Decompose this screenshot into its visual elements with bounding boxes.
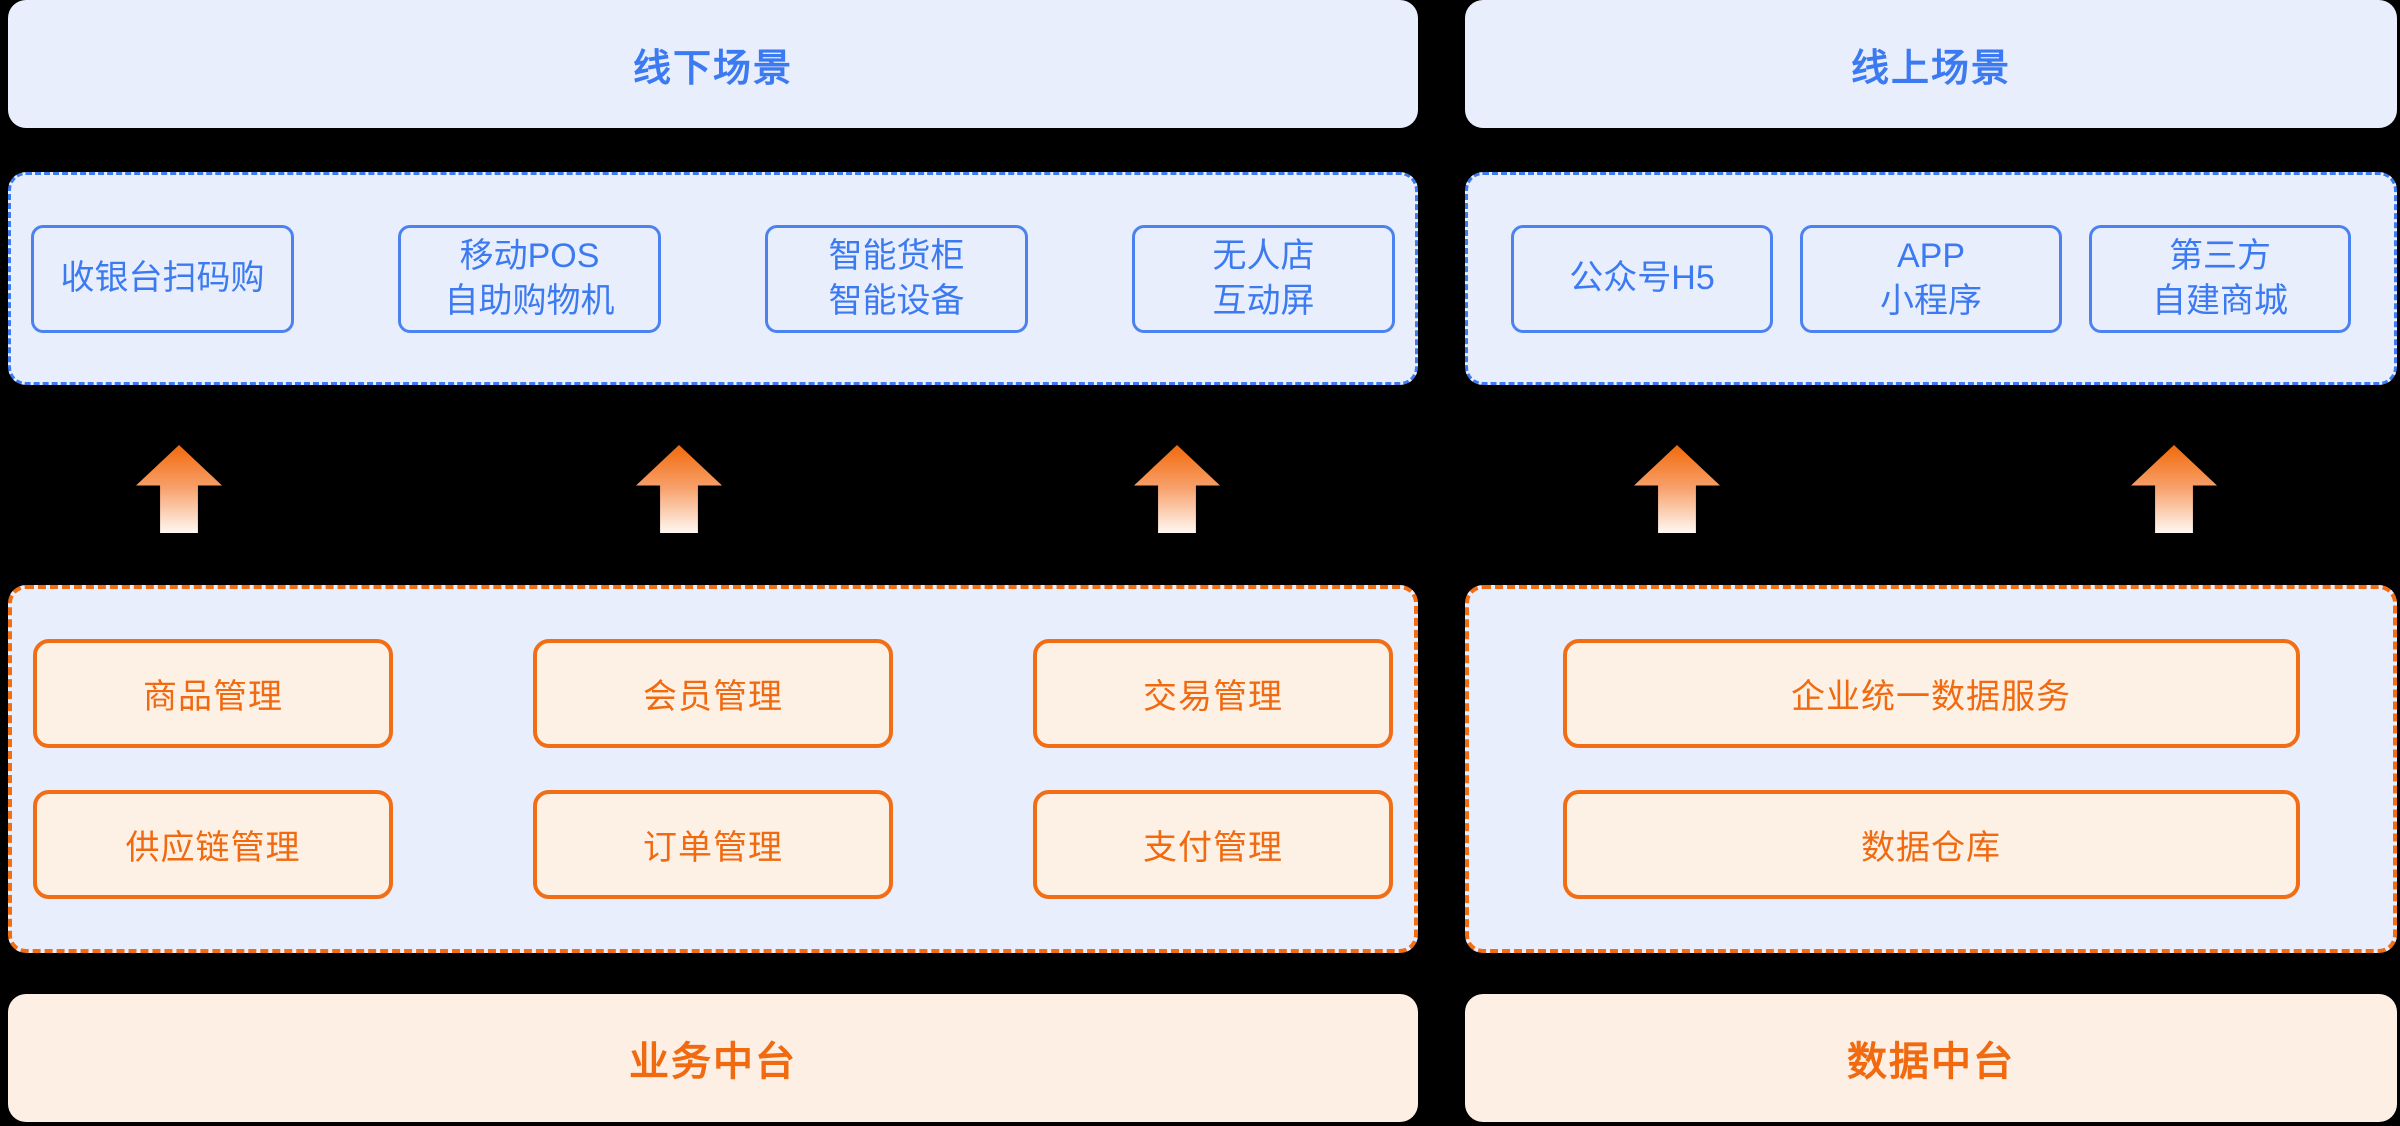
- services-row: 企业统一数据服务: [1469, 639, 2393, 748]
- service-box-goods-mgmt: 商品管理: [33, 639, 393, 748]
- online-scene-header: 线上场景: [1465, 0, 2397, 128]
- channel-box-app-miniprogram: APP 小程序: [1800, 224, 2062, 333]
- up-arrow-icon: [136, 445, 222, 533]
- business-platform-title: 业务中台: [629, 1040, 797, 1084]
- services-row: 供应链管理 订单管理 支付管理: [12, 790, 1414, 899]
- offline-scene-header: 线下场景: [8, 0, 1418, 128]
- service-box-order-mgmt: 订单管理: [533, 790, 893, 899]
- data-platform-title: 数据中台: [1847, 1040, 2015, 1084]
- online-column: 线上场景 公众号H5 APP 小程序 第三方 自建商城 企业统一数据服务 数据仓…: [1465, 0, 2397, 1126]
- services-row: 商品管理 会员管理 交易管理: [12, 639, 1414, 748]
- service-box-data-warehouse: 数据仓库: [1562, 790, 2300, 899]
- offline-column: 线下场景 收银台扫码购 移动POS 自助购物机 智能货柜 智能设备 无人店 互动…: [8, 0, 1418, 1126]
- online-scene-title: 线上场景: [1850, 47, 2011, 90]
- services-row: 数据仓库: [1469, 790, 2393, 899]
- offline-services-panel: 商品管理 会员管理 交易管理 供应链管理 订单管理 支付管理: [8, 585, 1418, 953]
- up-arrow-icon: [636, 445, 722, 533]
- channel-box-smart-cabinet: 智能货柜 智能设备: [765, 224, 1028, 333]
- service-box-payment-mgmt: 支付管理: [1033, 790, 1393, 899]
- service-box-supplychain-mgmt: 供应链管理: [33, 790, 393, 899]
- up-arrow-icon: [2131, 445, 2217, 533]
- data-platform-band: 数据中台: [1465, 994, 2397, 1122]
- service-box-unified-data-service: 企业统一数据服务: [1562, 639, 2300, 748]
- business-platform-band: 业务中台: [8, 994, 1418, 1122]
- online-channels-panel: 公众号H5 APP 小程序 第三方 自建商城: [1465, 172, 2397, 385]
- channel-box-cashier-scan: 收银台扫码购: [31, 224, 294, 333]
- offline-scene-title: 线下场景: [632, 47, 793, 90]
- online-services-panel: 企业统一数据服务 数据仓库: [1465, 585, 2397, 953]
- channel-box-unmanned-store: 无人店 互动屏: [1132, 224, 1395, 333]
- up-arrow-icon: [1134, 445, 1220, 533]
- service-box-trade-mgmt: 交易管理: [1033, 639, 1393, 748]
- channel-box-mobile-pos: 移动POS 自助购物机: [398, 224, 661, 333]
- service-box-member-mgmt: 会员管理: [533, 639, 893, 748]
- offline-channels-panel: 收银台扫码购 移动POS 自助购物机 智能货柜 智能设备 无人店 互动屏: [8, 172, 1418, 385]
- channel-box-official-h5: 公众号H5: [1511, 224, 1773, 333]
- up-arrow-icon: [1634, 445, 1720, 533]
- channel-box-thirdparty-mall: 第三方 自建商城: [2089, 224, 2351, 333]
